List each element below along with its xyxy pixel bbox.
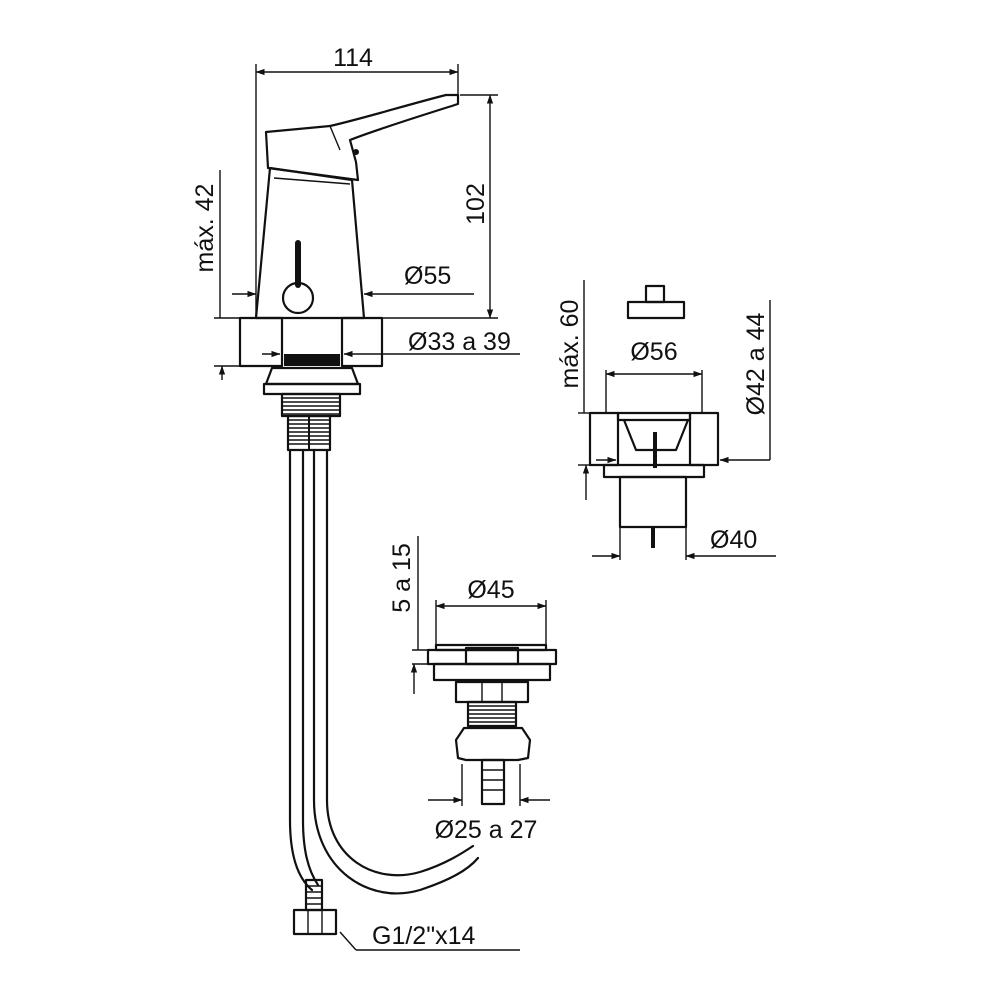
dim-thread-leader [339,931,520,951]
dim-max-60 [578,280,592,500]
label-max-42: máx. 42 [191,184,219,273]
dim-d45 [435,600,547,645]
faucet-body [254,166,366,320]
label-42-44: Ø42 a 44 [742,312,770,415]
faucet-assembly [238,93,480,936]
label-102: 102 [462,183,490,225]
label-33-39: Ø33 a 39 [408,328,511,356]
dim-102 [364,94,498,319]
drain-assembly [588,284,720,548]
label-max-60: máx. 60 [556,300,584,389]
valve-assembly [426,643,558,806]
dim-d40 [592,527,776,560]
lever-handle [264,93,460,182]
label-114: 114 [333,44,373,72]
label-thread: G1/2"x14 [372,922,475,950]
hose-fitting [292,878,338,936]
base-nut [264,366,360,386]
dim-42-44 [596,300,771,464]
threaded-stem [280,392,342,452]
dim-114 [255,64,459,318]
label-d55: Ø55 [404,262,451,290]
dim-max-42 [214,170,257,380]
dim-25-27 [428,764,550,806]
label-5-15: 5 a 15 [388,543,416,613]
dim-d56 [605,370,703,413]
label-d45: Ø45 [467,576,514,604]
deck-section-right [340,316,384,368]
label-d56: Ø56 [630,338,677,366]
drain-cap [626,300,686,320]
label-25-27: Ø25 a 27 [435,816,538,844]
dim-5-15 [410,536,430,694]
deck-section-left [238,316,284,368]
label-d40: Ø40 [710,526,757,554]
